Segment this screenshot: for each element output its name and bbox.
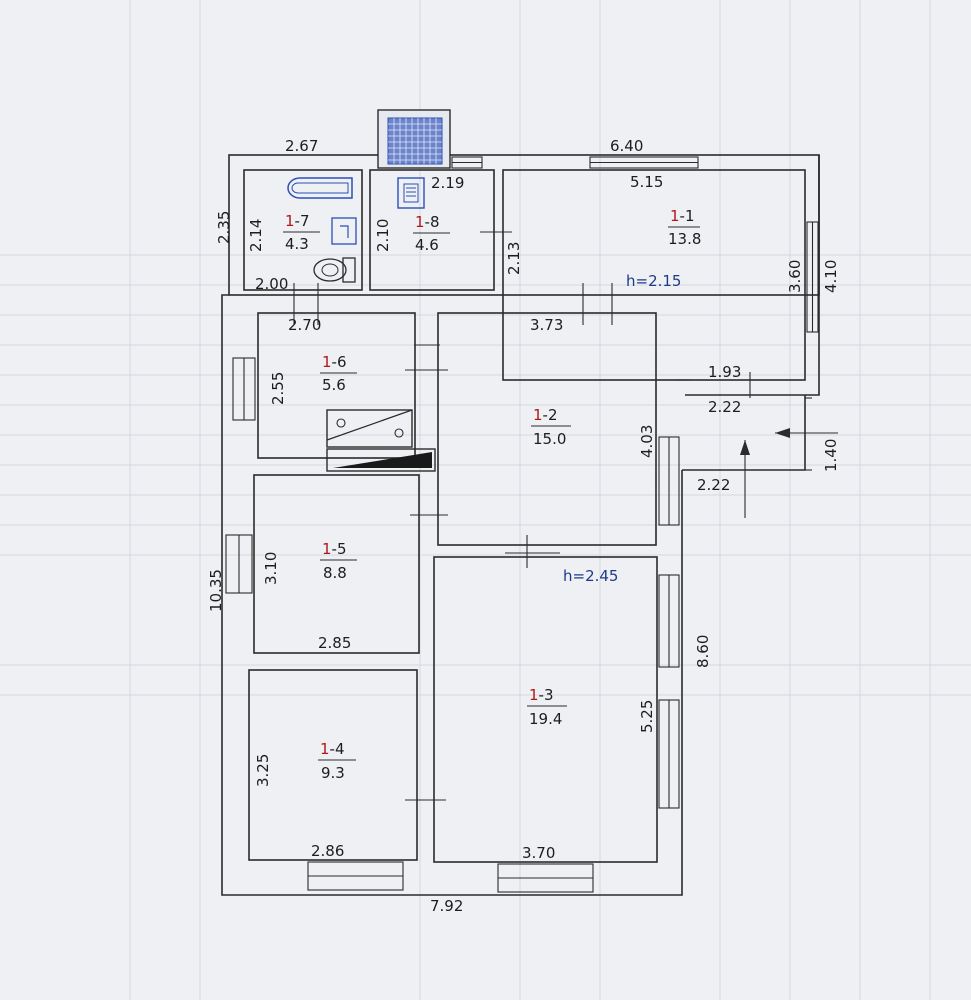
- room-number-prefix: 1: [322, 353, 332, 371]
- room-1-7-label: 1-7 4.3: [283, 212, 320, 253]
- dim-1-5-width: 2.85: [318, 634, 351, 652]
- dim-top-right: 6.40: [610, 137, 643, 155]
- boiler-icon: [397, 177, 425, 209]
- dim-1-8-height: 2.10: [374, 219, 392, 252]
- door-icon: [293, 231, 751, 801]
- room-number-suffix: -6: [332, 353, 347, 371]
- svg-text:1-1: 1-1: [670, 207, 695, 225]
- room-area: 8.8: [323, 564, 347, 582]
- room-number-suffix: -5: [332, 540, 347, 558]
- room-area: 4.3: [285, 235, 309, 253]
- room-1-8-label: 1-8 4.6: [413, 213, 450, 254]
- dim-1-3-height: 5.25: [638, 700, 656, 733]
- toilet-icon: [313, 257, 356, 283]
- room-number-suffix: -2: [543, 406, 558, 424]
- svg-text:1-6: 1-6: [322, 353, 347, 371]
- room-area: 9.3: [321, 764, 345, 782]
- room-number-suffix: -4: [330, 740, 345, 758]
- room-area: 15.0: [533, 430, 566, 448]
- svg-text:1-5: 1-5: [322, 540, 347, 558]
- room-number-prefix: 1: [320, 740, 330, 758]
- dim-1-4-height: 3.25: [254, 754, 272, 787]
- room-1-3-label: 1-3 19.4: [527, 686, 567, 728]
- room-number-suffix: -1: [680, 207, 695, 225]
- svg-text:1-2: 1-2: [533, 406, 558, 424]
- dim-entrance-width: 2.22: [697, 476, 730, 494]
- walls: [221, 154, 820, 896]
- sink-icon: [331, 217, 357, 245]
- dim-1-3-width: 3.70: [522, 844, 555, 862]
- ceiling-heights: h=2.15 h=2.45: [563, 272, 681, 585]
- room-number-prefix: 1: [670, 207, 680, 225]
- room-1-6-label: 1-6 5.6: [320, 353, 357, 394]
- room-1-4-label: 1-4 9.3: [318, 740, 356, 782]
- room-area: 5.6: [322, 376, 346, 394]
- dim-outer-right-bottom: 8.60: [694, 635, 712, 668]
- entrance-arrow-icon: [740, 397, 838, 518]
- dim-1-4-width: 2.86: [311, 842, 344, 860]
- room-area: 13.8: [668, 230, 701, 248]
- dim-1-1-width: 5.15: [630, 173, 663, 191]
- ceiling-height-upper: h=2.15: [626, 272, 681, 290]
- dim-1-2-width: 3.73: [530, 316, 563, 334]
- dim-outer-left: 10.35: [207, 569, 225, 612]
- room-number-suffix: -8: [425, 213, 440, 231]
- room-1-1-label: 1-1 13.8: [668, 207, 701, 248]
- skylight-icon: [377, 109, 451, 169]
- room-1-2-label: 1-2 15.0: [531, 406, 571, 448]
- room-number-prefix: 1: [529, 686, 539, 704]
- room-area: 19.4: [529, 710, 562, 728]
- room-number-suffix: -3: [539, 686, 554, 704]
- window-icon: [225, 156, 819, 893]
- stove-icon: [326, 409, 436, 472]
- ceiling-height-lower: h=2.45: [563, 567, 618, 585]
- dim-outer-bottom: 7.92: [430, 897, 463, 915]
- dim-annex-inner: 1.93: [708, 363, 741, 381]
- dim-1-1-door-height: 2.13: [505, 242, 523, 275]
- room-number-suffix: -7: [295, 212, 310, 230]
- dim-1-8-width: 2.19: [431, 174, 464, 192]
- dim-corridor: 2.00: [255, 275, 288, 293]
- dim-1-6-width: 2.70: [288, 316, 321, 334]
- dim-entrance-depth: 1.40: [822, 439, 840, 472]
- room-labels: 1-1 13.8 1-2 15.0 1-3 19.4 1-4 9.3 1-5 8…: [283, 207, 701, 782]
- dim-1-5-height: 3.10: [262, 552, 280, 585]
- svg-text:1-4: 1-4: [320, 740, 345, 758]
- dim-1-7-height: 2.14: [247, 219, 265, 252]
- room-number-prefix: 1: [285, 212, 295, 230]
- dimension-labels: 2.67 6.40 2.19 5.15 2.35 2.14 2.10 2.13 …: [207, 137, 840, 915]
- room-number-prefix: 1: [415, 213, 425, 231]
- dim-1-2-height: 4.03: [638, 425, 656, 458]
- room-1-5-label: 1-5 8.8: [320, 540, 357, 582]
- svg-text:1-7: 1-7: [285, 212, 310, 230]
- dim-1-6-height: 2.55: [269, 372, 287, 405]
- svg-text:1-8: 1-8: [415, 213, 440, 231]
- dim-outer-right-top: 4.10: [822, 260, 840, 293]
- dim-outer-left-top: 2.35: [215, 211, 233, 244]
- bathtub-icon: [287, 177, 353, 199]
- svg-text:1-3: 1-3: [529, 686, 554, 704]
- dim-top-left: 2.67: [285, 137, 318, 155]
- room-area: 4.6: [415, 236, 439, 254]
- room-number-prefix: 1: [533, 406, 543, 424]
- dim-annex-outer: 2.22: [708, 398, 741, 416]
- room-number-prefix: 1: [322, 540, 332, 558]
- dim-1-1-height: 3.60: [786, 260, 804, 293]
